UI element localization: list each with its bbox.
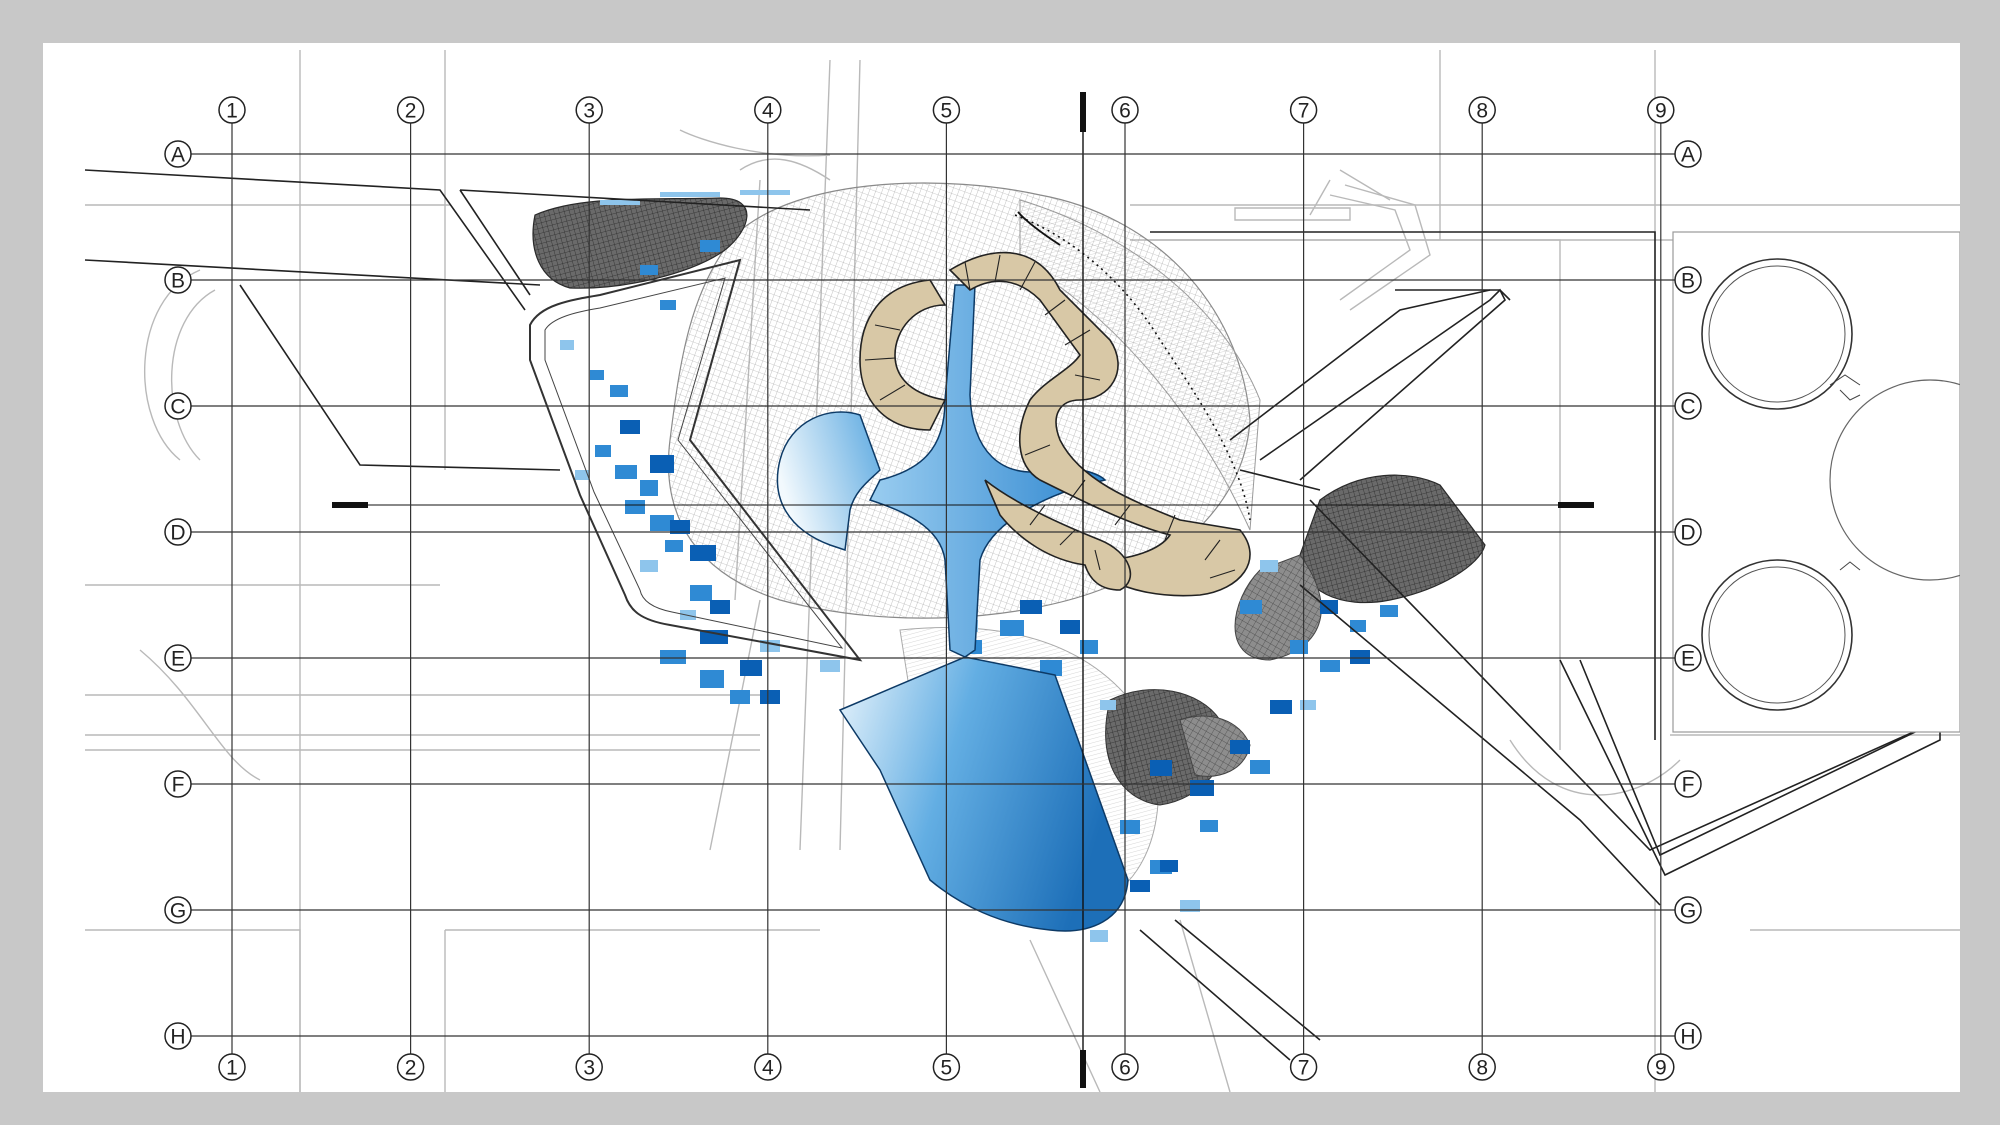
grid-column-label: 8 — [1476, 1057, 1488, 1080]
grid-column-label: 2 — [405, 1057, 417, 1080]
grid-column-label: 3 — [583, 1057, 595, 1080]
grid-row-label: G — [1680, 900, 1696, 923]
grid-row-label: A — [171, 144, 185, 167]
grid-bubble-right-A: A — [1674, 140, 1702, 168]
grid-bubble-top-1: 1 — [218, 96, 246, 124]
east-building — [1150, 231, 1656, 740]
mesh-cluster-east — [1299, 474, 1486, 604]
west-access-2 — [459, 189, 811, 296]
grid-column-label: 5 — [941, 1057, 953, 1080]
section-markers — [332, 92, 1594, 1088]
mesh-cluster-north — [532, 197, 748, 289]
grid-row-label: A — [1681, 144, 1695, 167]
grid-bubble-right-F: F — [1674, 770, 1702, 798]
grid-bubble-right-C: C — [1674, 392, 1702, 420]
grid-row-label: B — [1681, 270, 1695, 293]
grid-bubble-right-D: D — [1674, 518, 1702, 546]
tank-circle-north — [1701, 258, 1853, 410]
grid-column-label: 9 — [1655, 100, 1667, 123]
grid-bubble-top-9: 9 — [1647, 96, 1675, 124]
grid-column-label: 9 — [1655, 1057, 1667, 1080]
grid-row-label: D — [1680, 522, 1695, 545]
grid-bubble-right-H: H — [1674, 1022, 1702, 1050]
grid-row-label: B — [171, 270, 185, 293]
grid-bubble-bottom-3: 3 — [575, 1053, 603, 1081]
ramp-lines — [1139, 469, 1941, 1061]
grid-bubble-bottom-7: 7 — [1289, 1053, 1318, 1081]
grid-bubble-bottom-6: 6 — [1111, 1053, 1139, 1081]
grid-bubble-bottom-4: 4 — [754, 1053, 782, 1081]
tank-circle-south — [1701, 559, 1853, 711]
grid-bubble-top-4: 4 — [754, 96, 782, 124]
grid-row-label: G — [170, 900, 186, 923]
grid-bubble-left-E: E — [164, 644, 192, 672]
grid-column-label: 1 — [226, 1057, 238, 1080]
grid-bubble-left-B: B — [164, 266, 192, 294]
grid-row-label: C — [170, 396, 185, 419]
blue-tile-field — [560, 190, 1398, 942]
grid-bubble-bottom-2: 2 — [396, 1053, 425, 1081]
grid-bubble-bottom-1: 1 — [218, 1053, 246, 1081]
grid-column-label: 6 — [1119, 1057, 1131, 1080]
grid-row-label: H — [170, 1026, 185, 1049]
grid-bubble-left-C: C — [164, 392, 192, 420]
grid-column-label: 2 — [405, 100, 417, 123]
grid-column-label: 4 — [762, 1057, 774, 1080]
grid-bubble-left-F: F — [164, 770, 192, 798]
grid-bubble-top-8: 8 — [1468, 96, 1496, 124]
grid-bubble-right-G: G — [1674, 896, 1702, 924]
grid-column-label: 7 — [1298, 100, 1310, 123]
grid-row-label: F — [1682, 774, 1695, 797]
grid-bubble-bottom-9: 9 — [1647, 1053, 1675, 1081]
tan-walkway — [859, 251, 1251, 597]
grid-bubble-bottom-5: 5 — [932, 1053, 961, 1081]
grid-column-label: 4 — [762, 100, 774, 123]
terrace-outline-inner — [544, 277, 844, 649]
grid-bubble-bottom-8: 8 — [1468, 1053, 1496, 1081]
grid-bubble-left-G: G — [164, 896, 192, 924]
grid-bubble-left-H: H — [164, 1022, 192, 1050]
grid-row-label: C — [1680, 396, 1695, 419]
grid-column-label: 8 — [1476, 100, 1488, 123]
canopy-fan — [1019, 199, 1261, 531]
west-access — [84, 169, 561, 471]
tank-circle-east — [1829, 379, 1960, 581]
grid-row-label: E — [171, 648, 185, 671]
grid-column-label: 5 — [941, 100, 953, 123]
grid-column-label: 1 — [226, 100, 238, 123]
grid-bubble-top-2: 2 — [396, 96, 425, 124]
grid-row-label: D — [170, 522, 185, 545]
east-walk-2 — [1229, 289, 1491, 441]
pool-channel — [868, 284, 1107, 658]
grid-column-label: 7 — [1298, 1057, 1310, 1080]
grid-bubble-left-D: D — [164, 518, 192, 546]
grid-column-label: 3 — [583, 100, 595, 123]
pool-petal — [776, 411, 881, 552]
grid-bubble-top-5: 5 — [932, 96, 961, 124]
east-building-inner — [1395, 289, 1511, 301]
grid-bubble-left-A: A — [164, 140, 192, 168]
grid-column-label: 6 — [1119, 100, 1131, 123]
context-railings — [1234, 169, 1431, 311]
grid-bubble-top-3: 3 — [575, 96, 603, 124]
terrace-outline — [529, 258, 863, 662]
grid-bubble-right-B: B — [1674, 266, 1702, 294]
grid-row-label: H — [1680, 1026, 1695, 1049]
central-pod-outline-2 — [1017, 211, 1061, 246]
grid-bubble-top-6: 6 — [1111, 96, 1139, 124]
grid-row-label: F — [172, 774, 185, 797]
tank-buildings — [1672, 231, 1960, 733]
grid-row-label: E — [1681, 648, 1695, 671]
east-walk — [1259, 288, 1506, 481]
grid-bubble-right-E: E — [1674, 644, 1702, 672]
grid-bubble-top-7: 7 — [1289, 96, 1318, 124]
